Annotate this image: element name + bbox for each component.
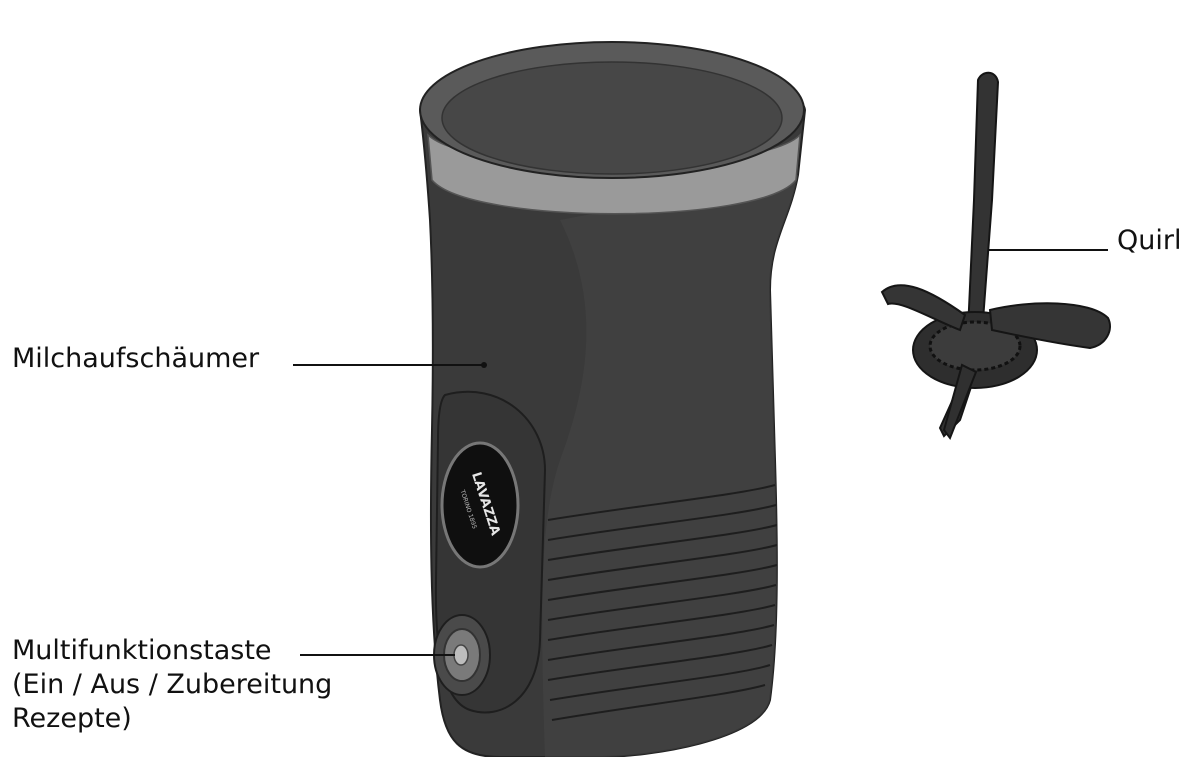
label-whisk: Quirl [1117,225,1182,256]
whisk-spring [928,320,1022,372]
whisk [880,71,1111,441]
logo-badge [440,441,520,569]
label-button-line3: Rezepte) [12,703,132,734]
milk-frother: LAVAZZA TORINO 1895 [418,41,807,757]
leader-dot-frother [481,362,487,368]
label-multifunction-button: Multifunktionstaste (Ein / Aus / Zuberei… [12,634,332,736]
frother-ribs [547,484,778,721]
label-button-line1: Multifunktionstaste [12,635,272,666]
whisk-arm-left [880,284,967,332]
label-milk-frother: Milchaufschäumer [12,343,260,374]
leader-lines [293,249,1108,656]
frother-shade [542,175,798,757]
whisk-arm-bottom [942,363,978,441]
whisk-arm-right [988,302,1111,350]
multifunction-button [433,614,491,696]
frother-interior [441,61,783,175]
label-button-line2: (Ein / Aus / Zubereitung [12,669,333,700]
